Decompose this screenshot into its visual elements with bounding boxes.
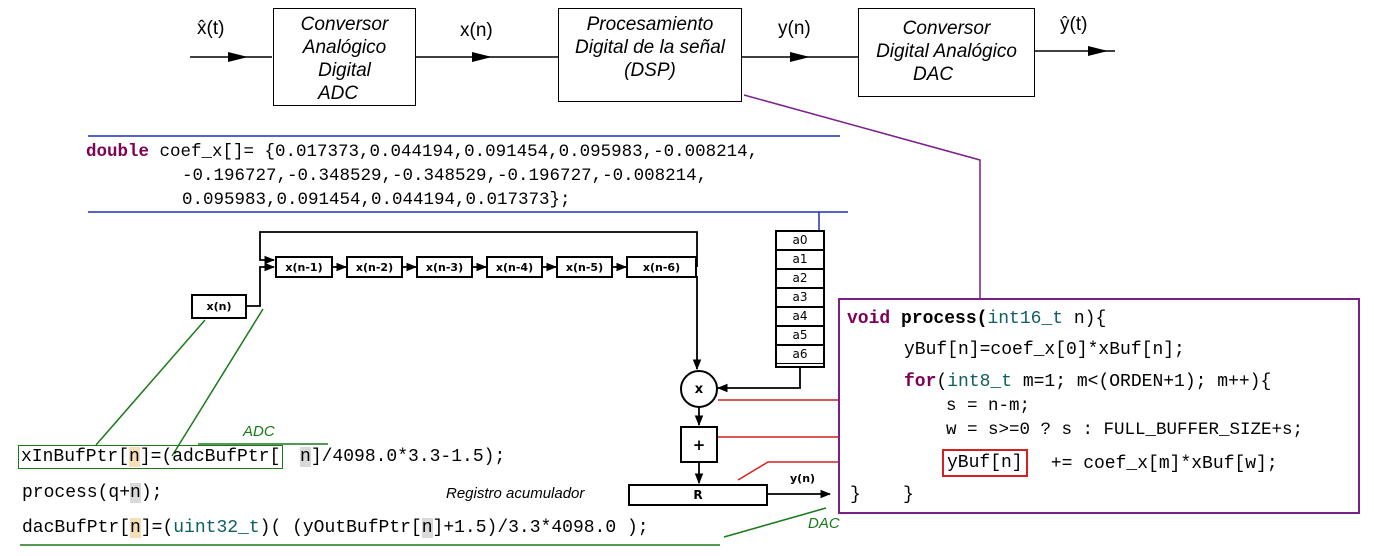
input-signal-label: x̂(t)	[197, 18, 225, 39]
input-scaling-tail: n]/4098.0*3.3-1.5);	[300, 447, 505, 467]
dsp-block-line: (DSP)	[624, 60, 676, 81]
delay-register: x(n-2)	[346, 256, 403, 278]
void-keyword: void	[847, 309, 891, 329]
process-mac: += coef_x[m]*xBuf[w];	[1040, 454, 1278, 474]
xn-to-code-line	[95, 319, 206, 446]
dac-block-line: DAC	[913, 64, 954, 85]
yn-output-label: y(n)	[790, 472, 816, 485]
input-scaling-line: xInBufPtr[n]=(adcBufPtr[	[18, 445, 284, 469]
coef-cell: a4	[776, 307, 824, 326]
dac-block-line: Conversor	[902, 18, 991, 39]
xn-input-register: x(n)	[191, 294, 247, 319]
xn-signal-label: x(n)	[460, 20, 493, 41]
type-keyword: int8_t	[947, 372, 1013, 392]
for-keyword: for	[904, 372, 937, 392]
index-n: n	[130, 518, 141, 538]
process-first-tap: yBuf[n]=coef_x[0]*xBuf[n];	[904, 340, 1185, 360]
adc-block-line: Analógico	[302, 37, 387, 58]
code-segment: process(q+	[22, 483, 131, 503]
process-for-loop: for(int8_t m=1; m<(ORDEN+1); m++){	[904, 372, 1271, 392]
dsp-block-line: Procesamiento	[586, 14, 714, 35]
adc-block-line: ADC	[318, 83, 359, 104]
yn-signal-label: y(n)	[778, 18, 811, 39]
coef-cell: a6	[776, 345, 824, 364]
index-n: n	[300, 447, 311, 467]
coef-line-1-text: coef_x[]= {0.017373,0.044194,0.091454,0.…	[149, 142, 759, 162]
adc-note: ADC	[243, 423, 275, 440]
coef-cell: a5	[776, 326, 824, 345]
coef-cell: a1	[776, 250, 824, 269]
loop-close-brace: }	[850, 485, 861, 505]
adc-block-line: Conversor	[300, 14, 389, 35]
process-function-box	[838, 298, 1360, 514]
coef-cell: a3	[776, 288, 824, 307]
index-n: n	[130, 483, 141, 503]
output-scaling-line: dacBufPtr[n]=(uint32_t)( (yOutBufPtr[n]+…	[22, 518, 649, 538]
delay-register: x(n-1)	[275, 256, 333, 278]
accumulator-register: R	[628, 484, 768, 506]
delay-register: x(n-5)	[556, 256, 613, 278]
code-segment: dacBufPtr[	[22, 518, 131, 538]
code-segment: n){	[1063, 309, 1107, 329]
dsp-block: Procesamiento Digital de la señal (DSP)	[558, 8, 742, 102]
dsp-block-line: Digital de la señal	[575, 37, 725, 58]
coef-line-3: 0.095983,0.091454,0.044194,0.017373};	[182, 190, 571, 210]
delay-register: x(n-6)	[626, 256, 697, 278]
coef-line-2: -0.196727,-0.348529,-0.348529,-0.196727,…	[182, 166, 708, 186]
accumulator-caption: Registro acumulador	[446, 485, 585, 502]
process-wrap-calc: w = s>=0 ? s : FULL_BUFFER_SIZE+s;	[946, 420, 1304, 440]
code-segment: );	[140, 483, 163, 503]
double-keyword: double	[86, 142, 150, 162]
function-close-brace: }	[903, 485, 914, 505]
code-segment: ]/4098.0*3.3-1.5);	[310, 447, 506, 467]
dac-note: DAC	[808, 515, 840, 532]
code-segment: ]=(adcBufPtr[	[139, 447, 281, 467]
type-keyword: int16_t	[987, 309, 1064, 329]
delay-register: x(n-4)	[486, 256, 543, 278]
coef-cell: a2	[776, 269, 824, 288]
process-signature: void process(int16_t n){	[847, 309, 1106, 329]
index-n: n	[129, 447, 140, 467]
code-segment: )( (yOutBufPtr[	[259, 518, 422, 538]
delay-register: x(n-3)	[416, 256, 473, 278]
code-segment: ]=(	[140, 518, 174, 538]
index-n: n	[421, 518, 433, 538]
coef-line-1: double coef_x[]= {0.017373,0.044194,0.09…	[86, 142, 758, 162]
process-index-calc: s = n-m;	[946, 396, 1031, 416]
process-call-line: process(q+n);	[22, 483, 162, 503]
adc-block: Conversor Analógico Digital ADC	[273, 8, 416, 106]
dac-block-line: Digital Analógico	[876, 41, 1017, 62]
dsp-to-code-line	[743, 94, 981, 298]
multiplier-node: x	[680, 370, 718, 408]
code-segment: (	[936, 372, 948, 392]
adder-node: +	[680, 426, 718, 463]
code-segment: ]+1.5)/3.3*4098.0 );	[432, 518, 649, 538]
adc-block-line: Digital	[318, 60, 371, 81]
accumulator-target-box: yBuf[n]	[942, 449, 1028, 477]
output-signal-label: ŷ(t)	[1060, 14, 1088, 35]
dac-block: Conversor Digital Analógico DAC	[858, 8, 1035, 97]
function-name: process(	[890, 309, 988, 329]
type-keyword: uint32_t	[173, 518, 260, 538]
code-segment: m=1; m<(ORDEN+1); m++){	[1012, 372, 1272, 392]
code-segment: xInBufPtr[	[21, 447, 130, 467]
coef-cell: a0	[776, 231, 824, 250]
